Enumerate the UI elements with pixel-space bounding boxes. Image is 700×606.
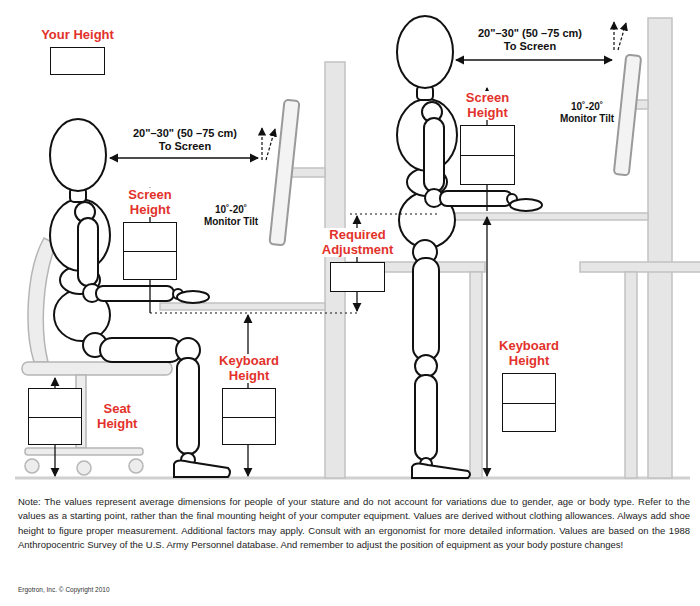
measure-box	[123, 222, 177, 280]
level-guide	[350, 213, 440, 214]
mannequin-thigh	[413, 258, 439, 360]
mannequin-upper-arm	[424, 118, 444, 192]
tilt-arrow	[266, 129, 275, 160]
measure-box	[28, 388, 82, 445]
mannequin-forearm	[440, 191, 512, 206]
keyboard-tray	[160, 303, 325, 310]
box-divider	[124, 251, 176, 252]
measure-box	[50, 47, 105, 75]
mannequin-shin	[177, 358, 199, 454]
mannequin-hand	[177, 291, 209, 303]
mannequin-forearm	[96, 286, 174, 301]
box-divider	[503, 403, 555, 404]
chair-seat	[22, 362, 172, 375]
chair-back	[28, 238, 56, 362]
measure-label: Required Adjustment	[321, 228, 395, 257]
measure-label: Screen Height	[127, 188, 172, 217]
chair-wheel	[25, 459, 39, 473]
desk-leg	[625, 272, 637, 478]
measure-box	[502, 373, 556, 432]
distance-label: 20"–30" (50 –75 cm) To Screen	[129, 127, 241, 153]
height-field: Keyboard Height	[498, 339, 560, 432]
tilt-arrow	[261, 128, 262, 160]
distance-label: 20"–30" (50 –75 cm) To Screen	[474, 27, 586, 53]
desk-leg	[470, 272, 482, 478]
mannequin-thigh	[100, 338, 182, 362]
tilt-label: 10˚-20˚ Monitor Tilt	[200, 204, 262, 228]
mannequin-foot	[412, 463, 470, 478]
height-field: Seat Height	[28, 388, 138, 445]
chair-base	[25, 448, 143, 455]
floor-line	[15, 477, 690, 480]
height-field: Your Height	[40, 28, 115, 75]
height-field: Keyboard Height	[218, 354, 280, 445]
height-arrow	[486, 217, 487, 476]
desk-top	[580, 262, 700, 272]
measure-box	[330, 262, 385, 292]
box-divider	[223, 417, 275, 418]
mannequin-hand	[510, 199, 542, 211]
mannequin-head	[50, 119, 106, 191]
measure-label: Keyboard Height	[218, 354, 280, 383]
copyright-text: Ergotron, Inc. © Copyright 2010	[18, 586, 110, 593]
monitor	[269, 100, 299, 246]
measure-label: Screen Height	[465, 91, 510, 120]
height-field: Required Adjustment	[321, 228, 395, 292]
height-field: Screen Height	[460, 91, 515, 185]
keyboard-tray	[440, 213, 648, 220]
measure-box	[222, 388, 276, 445]
box-divider	[29, 417, 81, 418]
workstation-column	[648, 18, 672, 478]
chair-wheel	[129, 459, 143, 473]
distance-arrow	[456, 59, 612, 60]
tilt-arrow	[618, 23, 626, 50]
measure-label: Your Height	[40, 28, 115, 42]
tilt-arrow	[613, 22, 614, 50]
mannequin-knee	[415, 355, 437, 377]
mannequin-head	[397, 16, 453, 88]
note-text: Note: The values represent average dimen…	[18, 495, 690, 552]
height-field: Screen Height	[123, 188, 177, 280]
mannequin-foot	[174, 460, 230, 477]
box-divider	[461, 155, 514, 156]
tilt-label: 10˚-20˚ Monitor Tilt	[556, 101, 618, 125]
measure-label: Keyboard Height	[498, 339, 560, 368]
monitor-arm	[290, 168, 325, 177]
measure-label: Seat Height	[96, 402, 138, 431]
level-guide	[150, 312, 357, 313]
distance-arrow	[110, 157, 258, 158]
chair-wheel	[77, 461, 91, 475]
mannequin-shin	[415, 375, 437, 460]
mannequin-upper-arm	[78, 218, 98, 286]
measure-box	[460, 125, 515, 185]
